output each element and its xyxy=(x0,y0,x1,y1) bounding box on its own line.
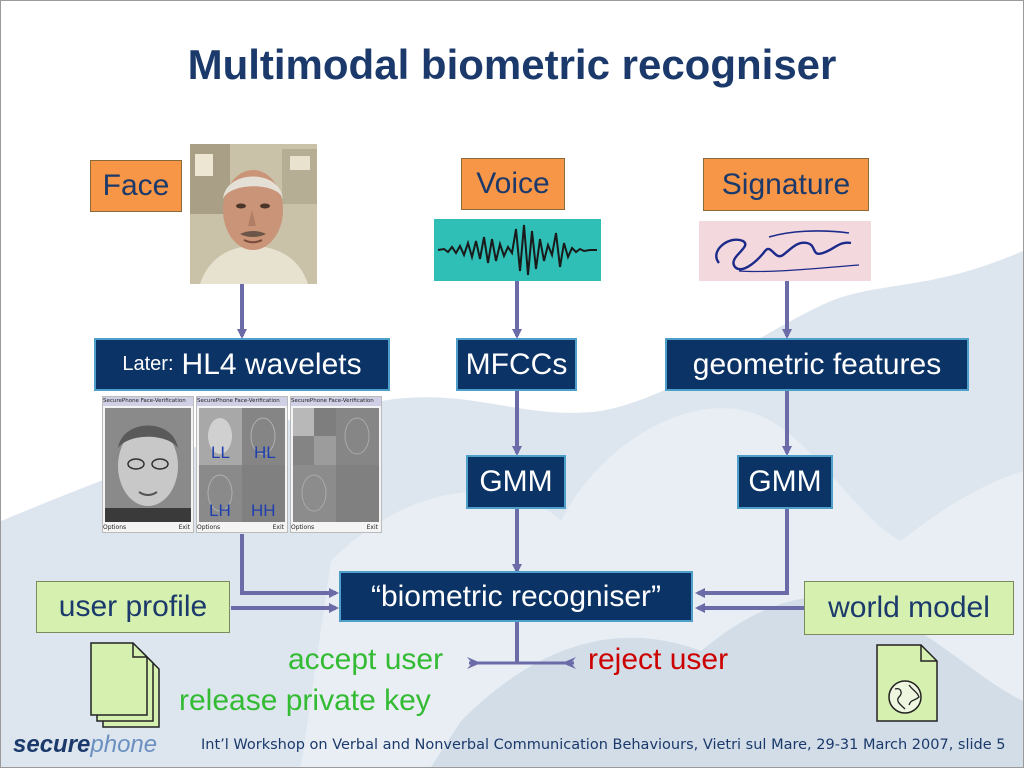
user-profile-box: user profile xyxy=(36,581,230,633)
voice-modality-label: Voice xyxy=(461,158,565,210)
band-hl-label: HL xyxy=(254,443,276,462)
logo-part-secure: secure xyxy=(13,731,91,758)
securephone-logo: securephone xyxy=(13,731,157,759)
signature-modality-label: Signature xyxy=(703,158,869,211)
hl4-wavelets-box: Later: HL4 wavelets xyxy=(94,338,390,391)
phone-screen-wavelet-level1: SecurePhone Face-Verification LL HL LH H… xyxy=(196,396,288,533)
mfccs-box: MFCCs xyxy=(456,338,577,391)
reject-user-label: reject user xyxy=(588,643,729,676)
release-private-key-label: release private key xyxy=(179,684,431,717)
phone-screen-header: SecurePhone Face-Verification xyxy=(197,397,287,406)
page-title: Multimodal biometric recogniser xyxy=(187,41,837,88)
world-model-box: world model xyxy=(804,581,1014,635)
voice-gmm-box: GMM xyxy=(466,455,566,509)
documents-stack-icon xyxy=(90,642,160,728)
phone-screen-header: SecurePhone Face-Verification xyxy=(291,397,381,406)
face-modality-label: Face xyxy=(90,160,182,212)
hl4-wavelets-label: HL4 wavelets xyxy=(181,347,362,381)
signature-gmm-box: GMM xyxy=(737,455,833,509)
accept-user-label: accept user xyxy=(288,643,444,676)
voice-waveform xyxy=(434,219,601,281)
band-hh-label: HH xyxy=(251,501,276,520)
geometric-features-box: geometric features xyxy=(665,338,969,391)
phone-screen-header: SecurePhone Face-Verification xyxy=(103,397,193,406)
logo-part-phone: phone xyxy=(90,731,158,758)
band-ll-label: LL xyxy=(211,443,230,462)
later-prefix: Later: xyxy=(122,353,174,375)
face-photo xyxy=(190,144,317,284)
band-lh-label: LH xyxy=(209,501,231,520)
world-document-icon xyxy=(876,644,938,722)
biometric-recogniser-box: “biometric recogniser” xyxy=(339,571,693,622)
footer-text: Int’l Workshop on Verbal and Nonverbal C… xyxy=(201,737,1006,753)
signature-image xyxy=(699,221,871,281)
